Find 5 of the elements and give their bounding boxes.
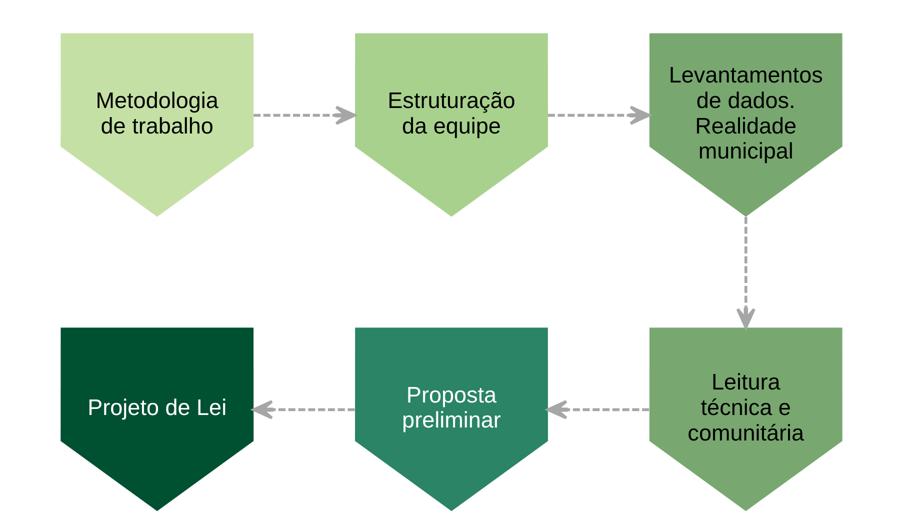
arrow <box>736 216 756 329</box>
arrow <box>547 106 650 125</box>
arrow <box>252 400 354 420</box>
arrow <box>546 400 649 420</box>
arrow <box>253 106 356 125</box>
